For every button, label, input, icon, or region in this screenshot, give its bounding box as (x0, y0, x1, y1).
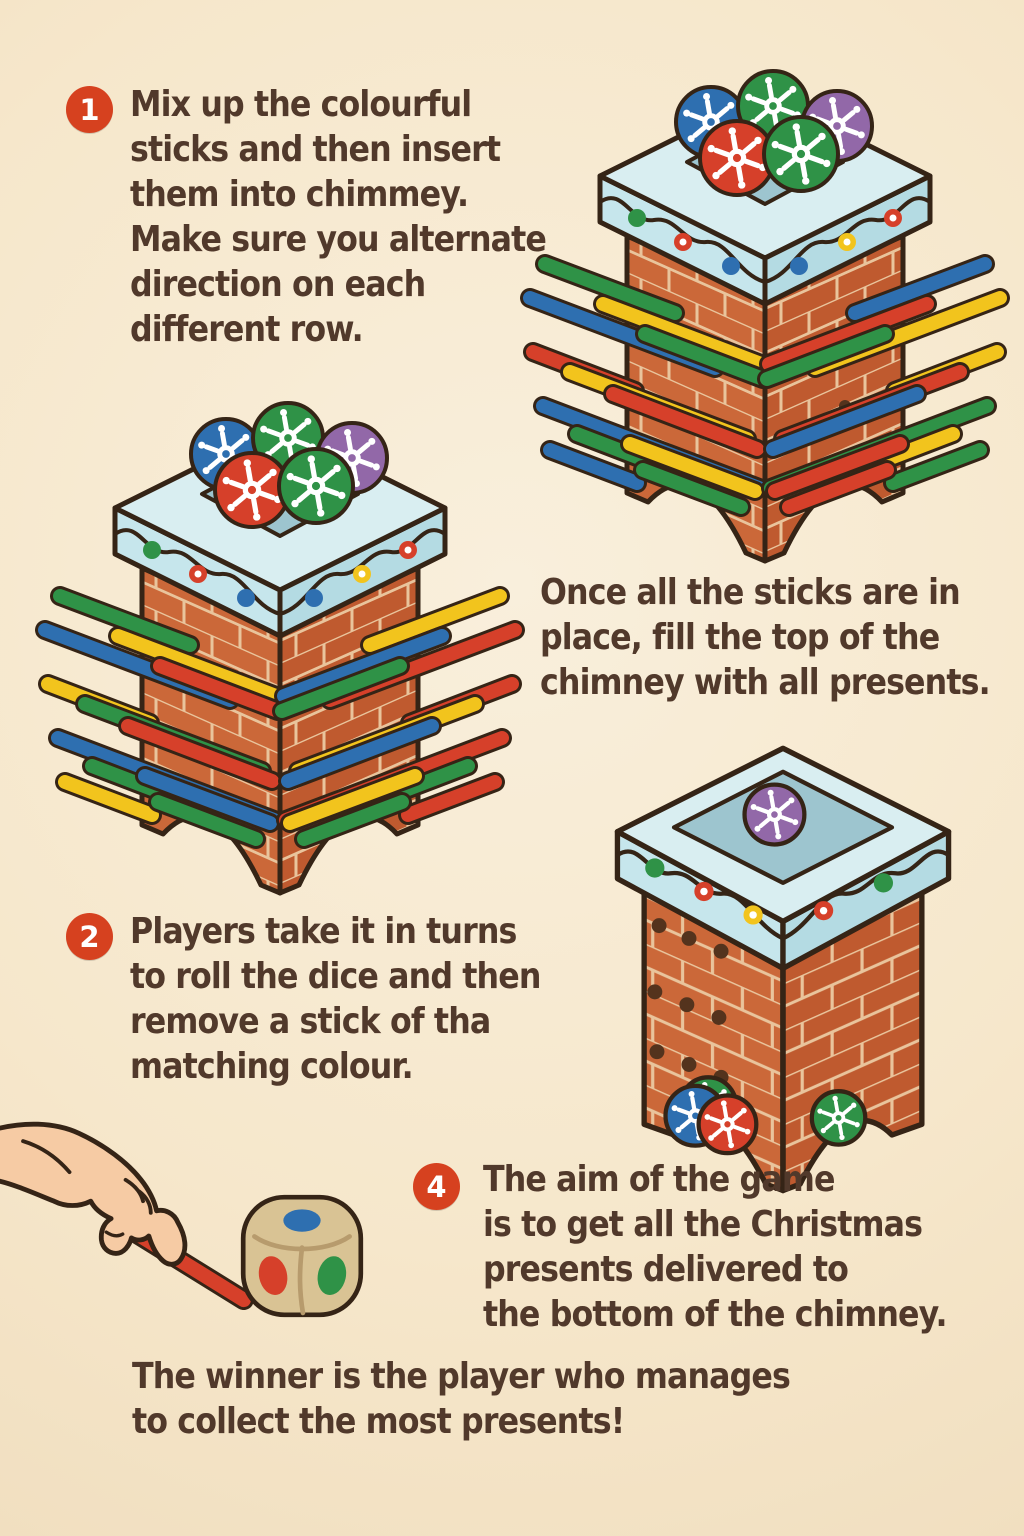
chimney-svg (35, 401, 525, 896)
text-line: Make sure you alternate (130, 219, 547, 260)
dice-svg (240, 1194, 364, 1318)
step-2-number: 2 (79, 919, 100, 954)
sticks-right-face (272, 586, 525, 849)
text-line: sticks and then insert (130, 129, 501, 170)
present-ball-purple (742, 782, 807, 847)
illustration-dice (232, 1186, 372, 1326)
thumb-crease (104, 1230, 125, 1238)
step-1-number: 1 (79, 92, 100, 127)
step-2-badge: 2 (66, 913, 113, 960)
dice-face-red (258, 1256, 288, 1295)
text-line: direction on each (130, 264, 426, 305)
wrist-crease (21, 1139, 72, 1175)
step-1-badge: 1 (66, 86, 113, 133)
dice-seam (297, 1245, 306, 1316)
text-line: to roll the dice and then (130, 956, 541, 997)
step-4-text: The aim of the game is to get all the Ch… (483, 1157, 948, 1337)
text-line: remove a stick of tha (130, 1001, 491, 1042)
present-ball-red (696, 1093, 759, 1156)
text-line: The aim of the game (483, 1159, 835, 1200)
hand (0, 1121, 188, 1267)
present-inside-chimney (742, 782, 807, 847)
sticks-left-face (520, 254, 773, 517)
cap-decoration-dots (645, 858, 894, 925)
text-line: to collect the most presents! (132, 1401, 625, 1442)
illustration-chimney-sticks-middle-left (30, 378, 530, 898)
present-ball-green (762, 115, 840, 193)
dice-face-green (317, 1256, 347, 1295)
step-4-badge: 4 (413, 1163, 460, 1210)
text-line: place, fill the top of the (540, 617, 940, 658)
cap-decoration-dots (143, 541, 417, 607)
illustration-hand-with-stick (0, 1116, 294, 1339)
footer-winner-text: The winner is the player who manages to … (132, 1354, 791, 1444)
text-line: is to get all the Christmas (483, 1204, 923, 1245)
cap-decoration-dots (628, 209, 902, 275)
christmas-presents-on-top (189, 401, 389, 529)
hand-svg (0, 1121, 254, 1311)
text-line: matching colour. (130, 1046, 414, 1087)
present-ball-green (277, 447, 355, 525)
note-fill-top-text: Once all the sticks are in place, fill t… (540, 570, 991, 705)
chimney-svg (614, 745, 952, 1194)
chimney-svg (520, 69, 1010, 564)
step-1-text: Mix up the colourful sticks and then ins… (130, 82, 547, 352)
christmas-presents-on-top (674, 69, 874, 197)
illustration-chimney-emptied (548, 712, 1018, 1214)
step-2-text: Players take it in turns to roll the dic… (130, 909, 541, 1089)
present-ball-red (698, 119, 776, 197)
step-4-number: 4 (426, 1169, 447, 1204)
dice-face-blue (283, 1209, 321, 1232)
present-ball-green (809, 1089, 868, 1147)
sticks-right-face (757, 254, 1010, 517)
text-line: presents delivered to (483, 1249, 849, 1290)
text-line: different row. (130, 309, 364, 350)
knuckle-crease (137, 1189, 153, 1215)
text-line: them into chimmey. (130, 174, 469, 215)
text-line: Once all the sticks are in (540, 572, 961, 613)
presents-delivered-at-bottom (663, 1075, 868, 1156)
knuckle-crease (123, 1177, 145, 1204)
text-line: Mix up the colourful (130, 84, 472, 125)
sticks-left-face (35, 586, 288, 849)
text-line: Players take it in turns (130, 911, 517, 952)
text-line: chimney with all presents. (540, 662, 991, 703)
illustration-chimney-sticks-top-right (515, 46, 1015, 566)
text-line: the bottom of the chimney. (483, 1294, 948, 1335)
text-line: The winner is the player who manages (132, 1356, 791, 1397)
